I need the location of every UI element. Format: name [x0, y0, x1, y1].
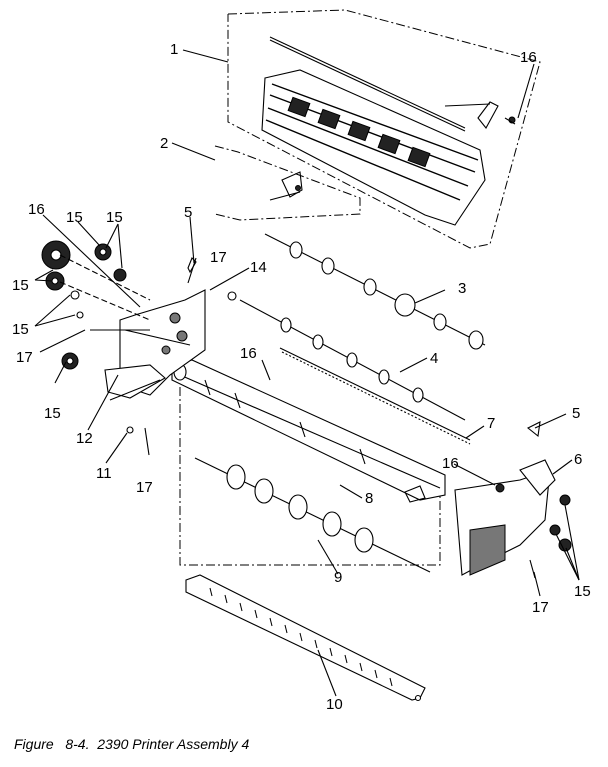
- bottom-plate-10: [185, 574, 426, 702]
- leader-lines: [34, 49, 580, 697]
- callout-15-e: 15: [44, 405, 61, 422]
- callout-2: 2: [160, 135, 168, 152]
- callout-8: 8: [365, 490, 373, 507]
- callout-15-d: 15: [12, 321, 29, 338]
- callout-5-left: 5: [184, 204, 192, 221]
- callout-7: 7: [487, 415, 495, 432]
- callout-labels: 1 2 3 4 5 5 6 7 8 9 10 11 12 14 15 15 15…: [12, 41, 591, 713]
- callout-16-c: 16: [240, 345, 257, 362]
- callout-17-d: 17: [532, 599, 549, 616]
- callout-12: 12: [76, 430, 93, 447]
- callout-6: 6: [574, 451, 582, 468]
- callout-3: 3: [458, 280, 466, 297]
- callout-15-a: 15: [66, 209, 83, 226]
- callout-16-d: 16: [442, 455, 459, 472]
- callout-14: 14: [250, 259, 267, 276]
- callout-17-c: 17: [136, 479, 153, 496]
- roller-shaft-4: [227, 291, 466, 421]
- roller-shaft-9: [194, 457, 431, 573]
- toothed-rack-7: [279, 347, 471, 445]
- callout-5-right: 5: [572, 405, 580, 422]
- left-side-frame: [41, 240, 206, 456]
- callout-11: 11: [96, 465, 112, 482]
- callout-1: 1: [170, 41, 178, 58]
- callout-15-c: 15: [12, 277, 29, 294]
- right-side-frame: [454, 421, 572, 579]
- callout-4: 4: [430, 350, 438, 367]
- callout-16-a: 16: [520, 49, 537, 66]
- callout-9: 9: [334, 569, 342, 586]
- callout-17-b: 17: [16, 349, 33, 366]
- paper-guide-8: [171, 359, 446, 566]
- assembly-2-clip: [214, 145, 361, 221]
- assembly-1-upper-guide: [227, 9, 541, 249]
- roller-shaft-3: [264, 233, 486, 350]
- callout-15-b: 15: [106, 209, 123, 226]
- callout-10: 10: [326, 696, 343, 713]
- callout-16-b: 16: [28, 201, 45, 218]
- figure-caption: Figure 8-4. 2390 Printer Assembly 4: [14, 736, 250, 752]
- callout-15-f: 15: [574, 583, 591, 600]
- callout-17-a: 17: [210, 249, 227, 266]
